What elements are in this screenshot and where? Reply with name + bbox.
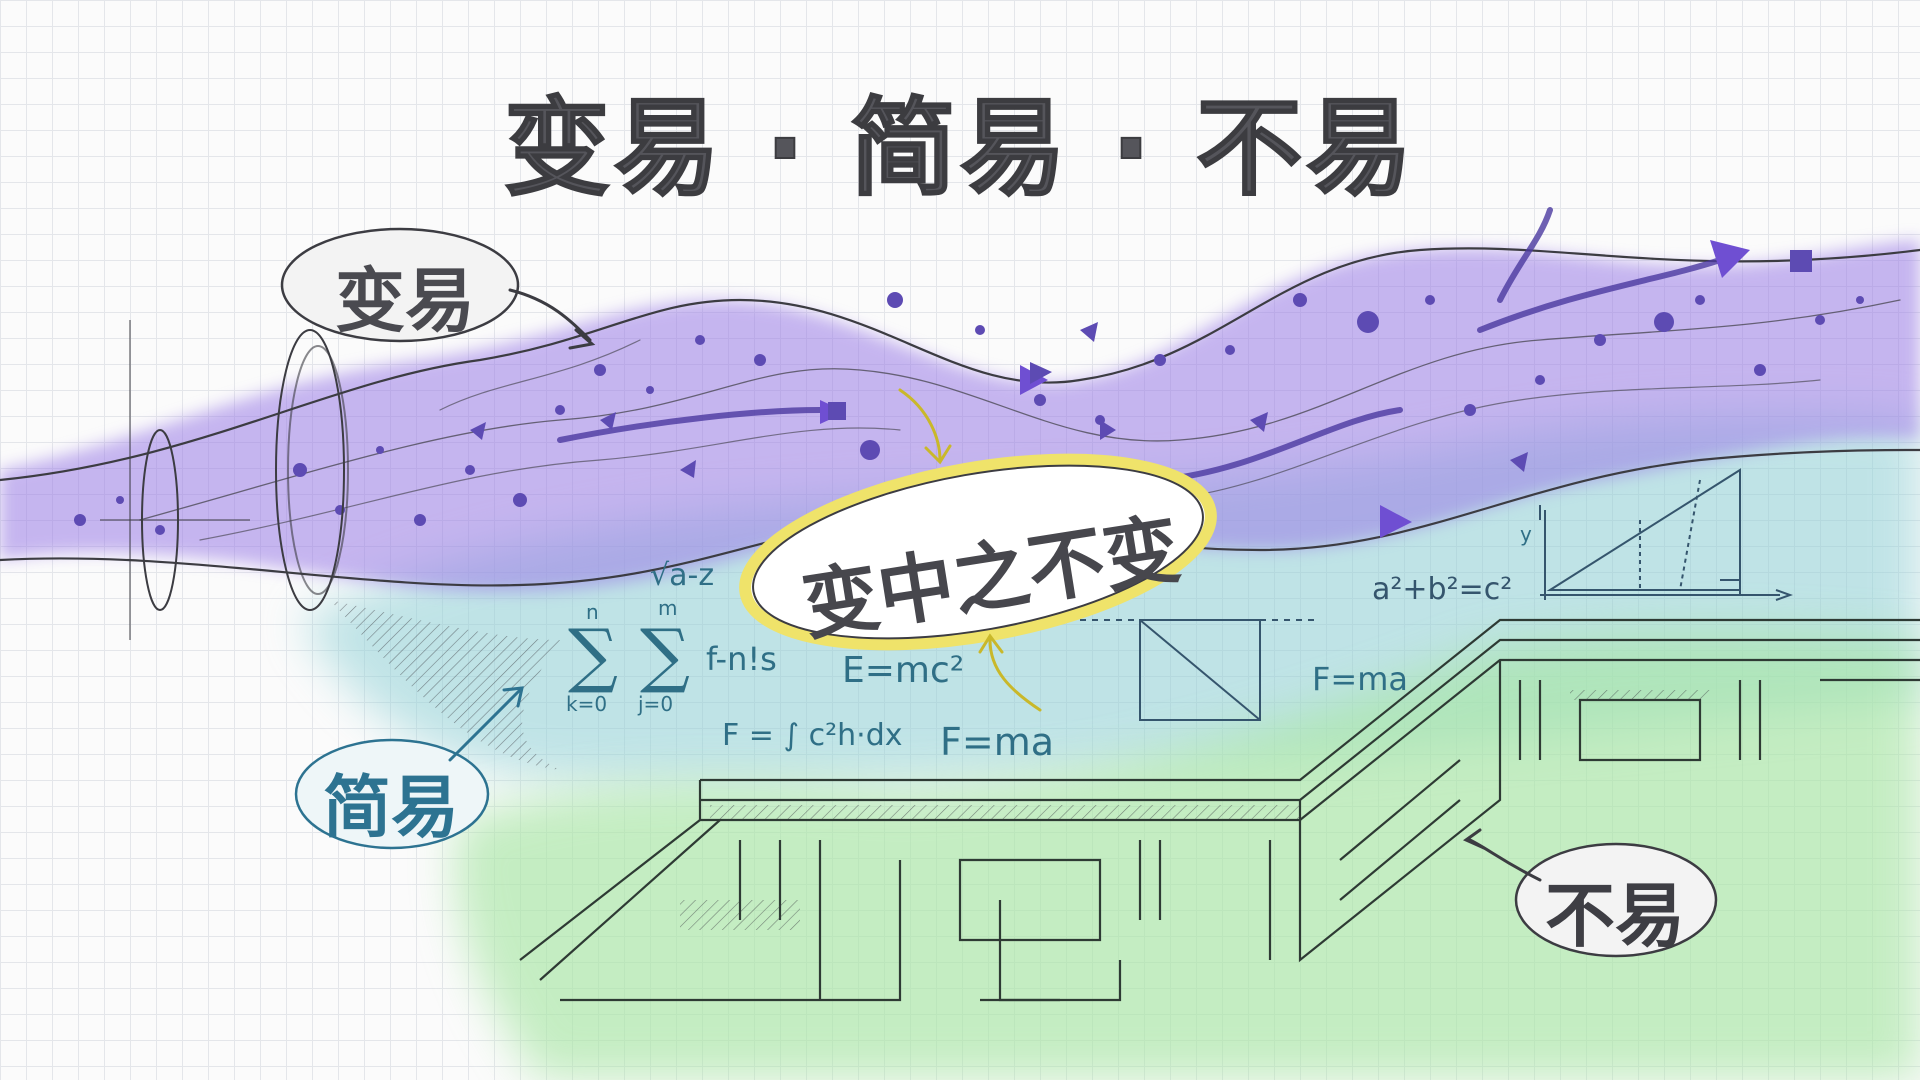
page-title: 变易 · 简易 · 不易 bbox=[503, 86, 1417, 211]
simple-arrow bbox=[448, 686, 524, 762]
architecture-sketch bbox=[519, 618, 1920, 1002]
formula-pythagoras: a²+b²=c² bbox=[1372, 572, 1513, 607]
formula-integral: F = ∫ c²h·dx bbox=[722, 718, 903, 753]
formula-fn: f-n!s bbox=[706, 640, 777, 678]
label-simplicity: 简易 bbox=[322, 769, 459, 848]
formula-emc2: E=mc² bbox=[842, 650, 965, 691]
flow-arrows bbox=[557, 207, 1723, 483]
label-simple-ellipse bbox=[294, 738, 490, 850]
label-change: 变易 bbox=[335, 260, 475, 342]
sum-symbol-2: ∑ bbox=[640, 614, 690, 696]
axis-y-label: y bbox=[1520, 522, 1532, 546]
geometry-diagrams bbox=[1080, 468, 1793, 721]
green-wash bbox=[454, 630, 1920, 1080]
core-outline bbox=[752, 464, 1204, 640]
sum-upper-2: m bbox=[658, 596, 678, 620]
violet-flow bbox=[0, 240, 1920, 593]
sum-lower-1: k=0 bbox=[566, 692, 608, 716]
label-change-ellipse bbox=[280, 227, 520, 343]
formula-fma-center: F=ma bbox=[940, 720, 1054, 764]
core-highlight bbox=[739, 453, 1217, 651]
formula-sqrt: √a-z bbox=[650, 558, 715, 593]
particles bbox=[74, 250, 1864, 535]
sum-lower-2: j=0 bbox=[638, 692, 674, 716]
label-constancy: 不易 bbox=[1545, 875, 1685, 957]
label-constant-ellipse bbox=[1514, 842, 1718, 958]
hatch-wedge bbox=[330, 600, 560, 770]
sum-symbol-1: ∑ bbox=[568, 614, 618, 696]
entry-rings bbox=[100, 320, 349, 640]
formula-fma-right: F=ma bbox=[1312, 660, 1408, 698]
sum-upper-1: n bbox=[586, 600, 599, 624]
architecture-hatch bbox=[680, 690, 1710, 930]
callout-arrows bbox=[508, 288, 1542, 882]
